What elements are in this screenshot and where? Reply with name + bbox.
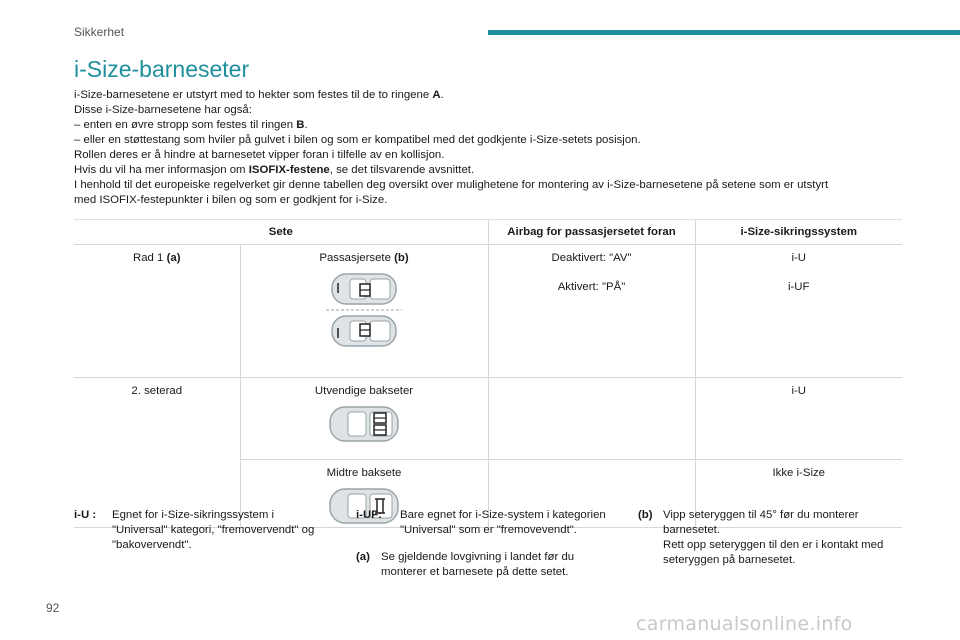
intro-line: Rollen deres er å hindre at barnesetet v…	[74, 149, 445, 161]
section-label: Sikkerhet	[74, 25, 125, 39]
row2-seat-middle: Midtre baksete	[239, 459, 488, 528]
row2-system-middle: Ikke i-Size	[694, 459, 902, 528]
legend-text: Vipp seteryggen til 45° før du monterer	[663, 509, 859, 521]
legend-text: Bare egnet for i-Size-system i kategorie…	[400, 509, 606, 521]
legend-key: (a)	[356, 551, 370, 563]
intro-line: Disse i-Size-barnesetene har også:	[74, 104, 252, 116]
table-row: Rad 1 (a) Passasjersete (b) Deaktivert: …	[74, 244, 902, 378]
table-header-row: Sete Airbag for passasjersetet foran i-S…	[74, 219, 902, 245]
table-row: 2. seterad Utvendige bakseter i-U	[74, 377, 902, 528]
table-row: Aktivert: "PÅ" i-UF	[74, 273, 902, 378]
legend-text: Egnet for i-Size-sikringssystem i	[112, 509, 275, 521]
legend-col-3: (b) Vipp seteryggen til 45° før du monte…	[638, 508, 908, 580]
legend-text: "Universal" som er "fremovevendt".	[400, 524, 577, 536]
intro-line: med ISOFIX-festepunkter i bilen og som e…	[74, 194, 388, 206]
front-passenger-seat-car-icon	[326, 273, 402, 347]
outer-rear-seats-car-icon	[329, 406, 399, 442]
intro-line: I henhold til det europeiske regelverket…	[74, 179, 829, 191]
watermark: carmanualsonline.info	[636, 613, 853, 635]
legend-text: seteryggen på barnesetet.	[663, 554, 796, 566]
intro-text: i-Size-barnesetene er utstyrt med to hek…	[74, 88, 894, 208]
legend-key: (b)	[638, 509, 653, 521]
header-airbag: Airbag for passasjersetet foran	[487, 219, 695, 245]
middle-rear-seat-car-icon	[329, 488, 399, 524]
row2-airbag-outer	[487, 377, 695, 460]
header-seat: Sete	[74, 219, 488, 245]
legend-col-1: i-U : Egnet for i-Size-sikringssystem i …	[74, 508, 344, 565]
legend-key: i-U :	[74, 509, 97, 521]
isize-table: Sete Airbag for passasjersetet foran i-S…	[74, 219, 902, 528]
legend-item-iu: i-U : Egnet for i-Size-sikringssystem i …	[74, 508, 344, 553]
intro-line: Hvis du vil ha mer informasjon om ISOFIX…	[74, 164, 475, 176]
legend-text: "Universal" kategori, "fremovervendt" og	[112, 524, 315, 536]
page-number: 92	[46, 601, 60, 615]
row1-airbag-off: Deaktivert: "AV"	[487, 244, 695, 274]
row2-airbag-middle	[487, 459, 695, 528]
legend-item-iuf: i-UF: Bare egnet for i-Size-system i kat…	[356, 508, 626, 538]
row1-seat: Passasjersete (b)	[239, 244, 488, 378]
accent-bar	[488, 30, 960, 35]
row1-airbag-on: Aktivert: "PÅ"	[487, 273, 695, 378]
legend-item-a: (a) Se gjeldende lovgivning i landet før…	[356, 550, 626, 580]
row2-label: 2. seterad	[74, 377, 240, 528]
row2-seat-outer: Utvendige bakseter	[239, 377, 488, 460]
legend-item-b: (b) Vipp seteryggen til 45° før du monte…	[638, 508, 908, 568]
intro-line: – enten en øvre stropp som festes til ri…	[74, 119, 308, 131]
legend-text: Se gjeldende lovgivning i landet før du	[381, 551, 575, 563]
header-system: i-Size-sikringssystem	[694, 219, 902, 245]
row1-label: Rad 1 (a)	[74, 244, 240, 378]
legend-key: i-UF:	[356, 509, 382, 521]
intro-line: i-Size-barnesetene er utstyrt med to hek…	[74, 89, 444, 101]
row1-system-on: i-UF	[694, 273, 902, 378]
row2-system-outer: i-U	[694, 377, 902, 460]
table-row: Midtre baksete Ikke i-Size	[74, 459, 902, 528]
legend-text: monterer et barnesete på dette setet.	[381, 566, 569, 578]
legend-text: barnesetet.	[663, 524, 720, 536]
row1-system-off: i-U	[694, 244, 902, 274]
intro-line: – eller en støttestang som hviler på gul…	[74, 134, 641, 146]
legend-text: "bakovervendt".	[112, 539, 192, 551]
page-title: i-Size-barneseter	[74, 56, 250, 82]
legend-col-2: i-UF: Bare egnet for i-Size-system i kat…	[356, 508, 626, 592]
legend-text: Rett opp seteryggen til den er i kontakt…	[663, 539, 884, 551]
